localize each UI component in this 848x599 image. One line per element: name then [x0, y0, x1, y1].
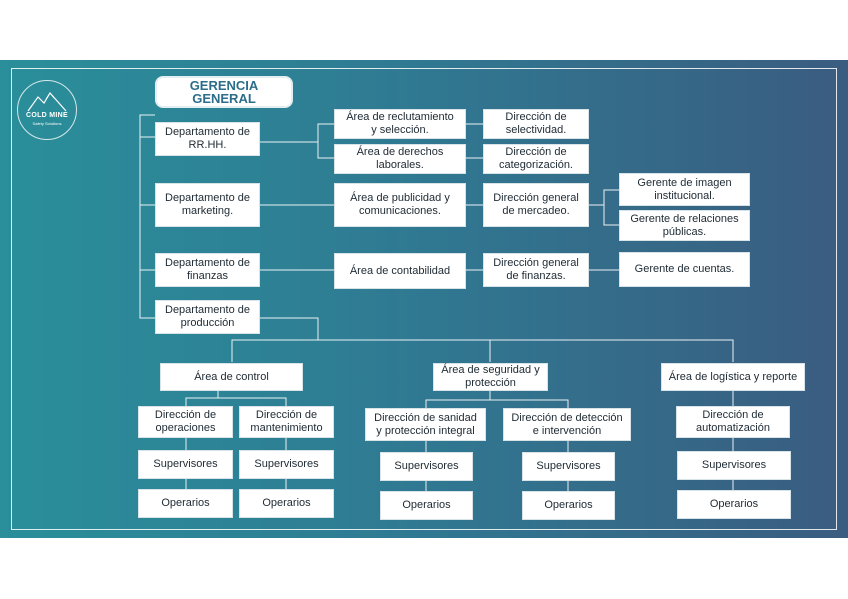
- node-area-reclutamiento: Área de reclutamiento y selección.: [334, 109, 466, 139]
- node-gerente-cuentas: Gerente de cuentas.: [619, 252, 750, 287]
- node-dir-sanidad: Dirección de sanidad y protección integr…: [365, 408, 486, 441]
- node-dir-categorizacion: Dirección de categorización.: [483, 144, 589, 174]
- node-area-derechos: Área de derechos laborales.: [334, 144, 466, 174]
- node-dept-produccion: Departamento de producción: [155, 300, 260, 334]
- node-dept-rrhh: Departamento de RR.HH.: [155, 122, 260, 156]
- mountain-icon: [27, 91, 67, 112]
- diagram-frame: [11, 68, 837, 530]
- node-dir-finanzas: Dirección general de finanzas.: [483, 253, 589, 287]
- logo-name: COLD MINE: [26, 112, 68, 119]
- node-dir-mercadeo: Dirección general de mercadeo.: [483, 183, 589, 227]
- node-dept-marketing: Departamento de marketing.: [155, 183, 260, 227]
- node-dir-mantenimiento: Dirección de mantenimiento: [239, 406, 334, 438]
- node-supervisores-deteccion: Supervisores: [522, 452, 615, 481]
- node-dir-automatizacion: Dirección de automatización: [676, 406, 790, 438]
- node-area-logistica: Área de logística y reporte: [661, 363, 805, 391]
- node-supervisores-sanidad: Supervisores: [380, 452, 473, 481]
- node-area-seguridad: Área de seguridad y protección: [433, 363, 548, 391]
- node-operarios-automatizacion: Operarios: [677, 490, 791, 519]
- node-area-contabilidad: Área de contabilidad: [334, 253, 466, 289]
- node-dir-deteccion: Dirección de detección e intervención: [503, 408, 631, 441]
- node-dir-operaciones: Dirección de operaciones: [138, 406, 233, 438]
- node-operarios-deteccion: Operarios: [522, 491, 615, 520]
- node-area-publicidad: Área de publicidad y comunicaciones.: [334, 183, 466, 227]
- node-operarios-mantenimiento: Operarios: [239, 489, 334, 518]
- node-supervisores-automatizacion: Supervisores: [677, 451, 791, 480]
- node-operarios-operaciones: Operarios: [138, 489, 233, 518]
- node-supervisores-operaciones: Supervisores: [138, 450, 233, 479]
- company-logo: COLD MINE Safety Solutions: [17, 80, 77, 140]
- node-gerente-relaciones: Gerente de relaciones públicas.: [619, 210, 750, 241]
- node-supervisores-mantenimiento: Supervisores: [239, 450, 334, 479]
- logo-tagline: Safety Solutions: [32, 121, 62, 126]
- node-gerente-imagen: Gerente de imagen institucional.: [619, 173, 750, 206]
- node-operarios-sanidad: Operarios: [380, 491, 473, 520]
- node-gerencia-general: GERENCIA GENERAL: [155, 76, 293, 108]
- node-dept-finanzas: Departamento de finanzas: [155, 253, 260, 287]
- node-dir-selectividad: Dirección de selectividad.: [483, 109, 589, 139]
- node-area-control: Área de control: [160, 363, 303, 391]
